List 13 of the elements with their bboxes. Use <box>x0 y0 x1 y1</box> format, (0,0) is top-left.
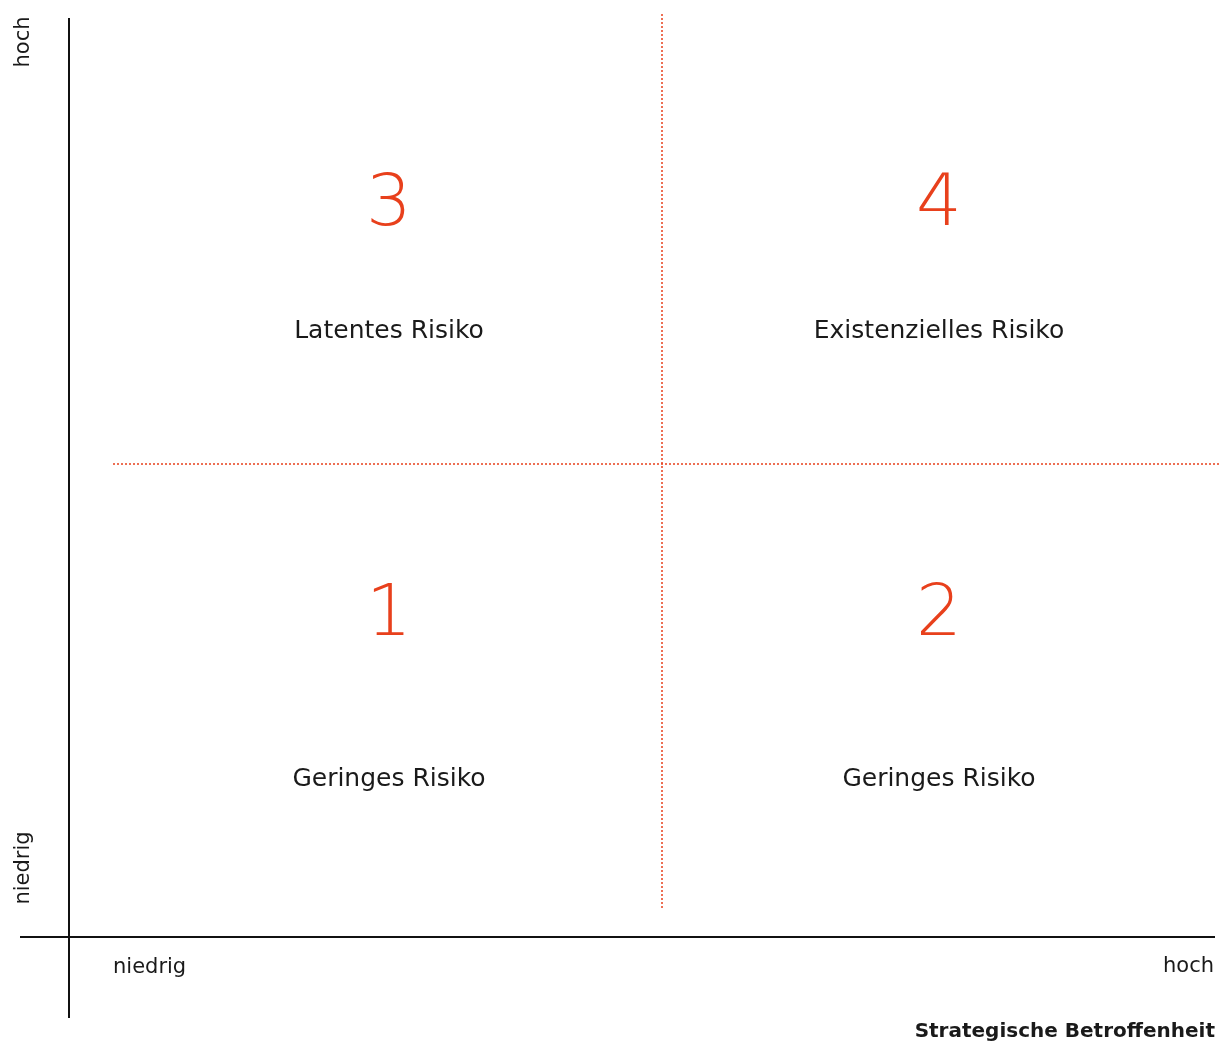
axis-title: Strategische Betroffenheit <box>914 1020 1215 1040</box>
quadrant-number: 3 <box>366 164 412 236</box>
axis-label: hoch <box>1163 954 1214 976</box>
quadrant-number: 4 <box>916 164 962 236</box>
quadrant-label: Latentes Risiko <box>294 316 484 342</box>
quadrant-label: Geringes Risiko <box>292 764 486 790</box>
quadrant-label: Existenzielles Risiko <box>813 316 1065 342</box>
axis-label: niedrig <box>11 831 33 905</box>
axis-label: hoch <box>11 16 33 68</box>
quadrant-number: 1 <box>366 574 412 646</box>
axis-label: niedrig <box>113 955 187 977</box>
quadrant-label: Geringes Risiko <box>842 764 1036 790</box>
quadrant-number: 2 <box>916 574 962 646</box>
